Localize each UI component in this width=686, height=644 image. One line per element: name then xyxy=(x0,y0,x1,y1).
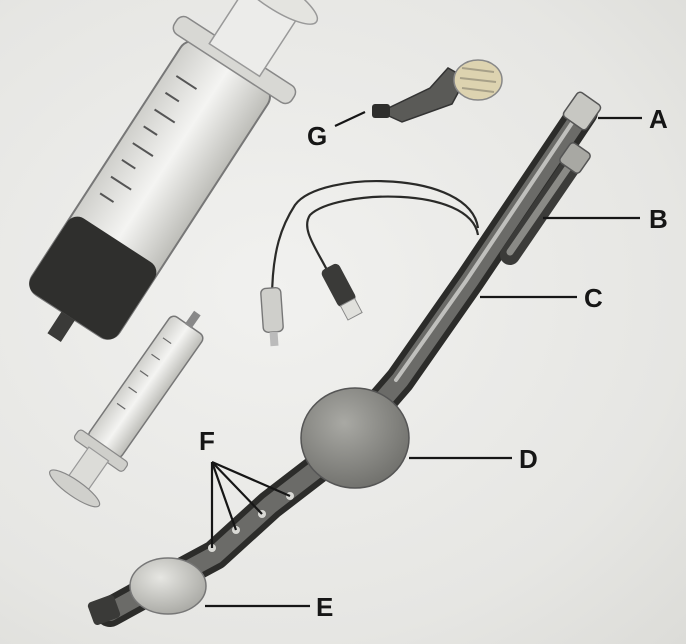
angled-connector xyxy=(372,59,503,123)
small-syringe xyxy=(49,310,204,508)
label-b: B xyxy=(649,204,668,234)
small-cuff xyxy=(129,557,207,615)
label-c: C xyxy=(584,283,603,313)
pilot-lines xyxy=(260,179,480,347)
label-a: A xyxy=(649,104,668,134)
large-syringe xyxy=(29,0,319,342)
label-g: G xyxy=(307,121,327,151)
label-f: F xyxy=(199,426,215,456)
tube-tip xyxy=(87,595,121,625)
leader-lines xyxy=(205,111,642,608)
label-d: D xyxy=(519,444,538,474)
large-cuff xyxy=(300,387,410,489)
label-e: E xyxy=(316,592,333,622)
